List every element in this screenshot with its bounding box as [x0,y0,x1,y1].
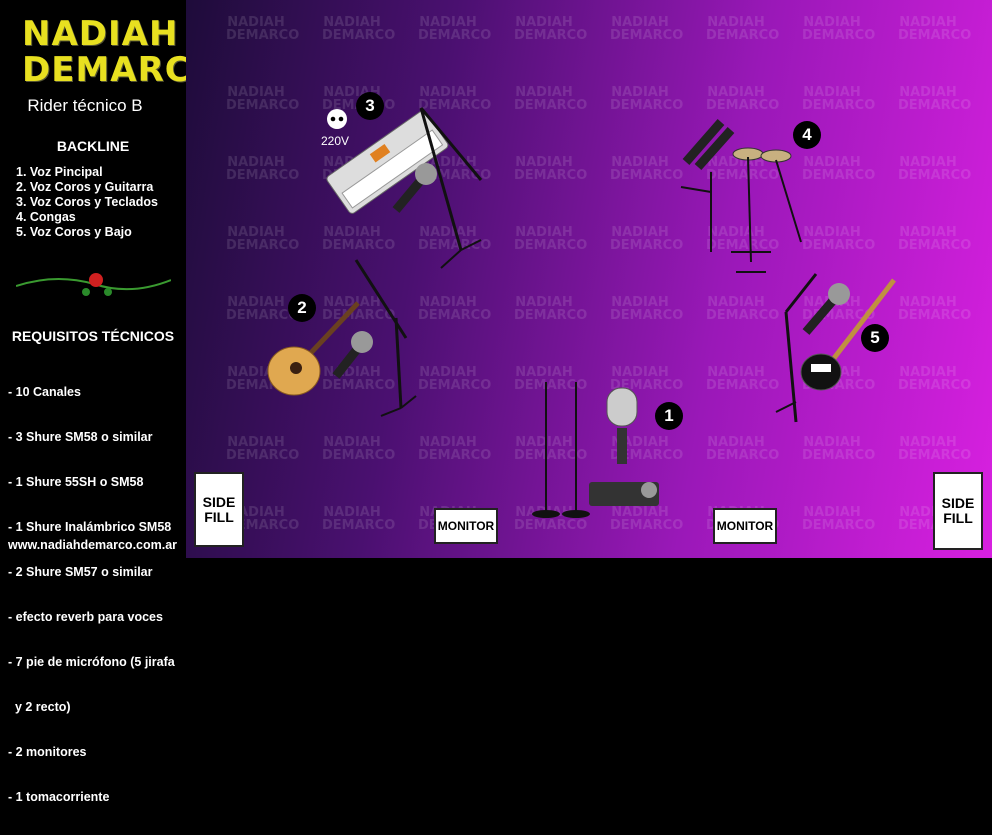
list-item: - 1 tomacorriente [8,790,110,804]
monitor-left: MONITOR [434,508,498,544]
list-item: - 2 monitores [8,745,87,759]
side-fill-label: SIDE FILL [202,493,236,525]
side-fill-left: SIDE FILL [194,472,244,547]
power-label: 220V [321,134,350,148]
position-5-badge: 5 [861,324,889,352]
congas-setup-icon [680,119,802,273]
monitor-label: MONITOR [437,519,495,533]
backline-list: 1. Voz Pincipal 2. Voz Coros y Guitarra … [16,165,158,240]
keyboard-setup-icon [326,107,483,269]
lead-vocal-setup-icon [532,382,659,518]
monitor-right: MONITOR [713,508,777,544]
website-link[interactable]: www.nadiahdemarco.com.ar [8,538,178,552]
position-3-badge: 3 [356,92,384,120]
list-item: - 7 pie de micrófono (5 jirafa [8,655,175,669]
position-2-badge: 2 [288,294,316,322]
side-fill-right: SIDE FILL [933,472,983,550]
list-item: - efecto reverb para voces [8,610,163,624]
power-outlet-icon [327,109,347,129]
list-item: 5. Voz Coros y Bajo [16,225,132,239]
list-item: - 1 Shure 55SH o SM58 [8,475,144,489]
list-item: 2. Voz Coros y Guitarra [16,180,154,194]
list-item: 1. Voz Pincipal [16,165,103,179]
list-item: - 3 Shure SM58 o similar [8,430,153,444]
requirements-list: - 10 Canales - 3 Shure SM58 o similar - … [8,355,175,835]
rose-vine-ornament [16,273,171,296]
logo-line1: NADIAH [22,14,179,54]
list-item: 4. Congas [16,210,76,224]
logo-line2: DEMARCO [22,50,221,90]
bass-setup-icon [775,273,896,423]
side-fill-label: SIDE FILL [941,495,975,526]
requirements-title: REQUISITOS TÉCNICOS [11,328,175,344]
list-item: - 10 Canales [8,385,81,399]
list-item: - 1 Shure Inalámbrico SM58 [8,520,172,534]
guitar-setup-icon [267,259,417,417]
backline-title: BACKLINE [56,138,130,154]
list-item: 3. Voz Coros y Teclados [16,195,158,209]
subtitle: Rider técnico B [27,96,143,115]
monitor-label: MONITOR [716,519,774,533]
position-4-badge: 4 [793,121,821,149]
list-item: y 2 recto) [8,700,71,714]
list-item: - 2 Shure SM57 o similar [8,565,153,579]
position-1-badge: 1 [655,402,683,430]
